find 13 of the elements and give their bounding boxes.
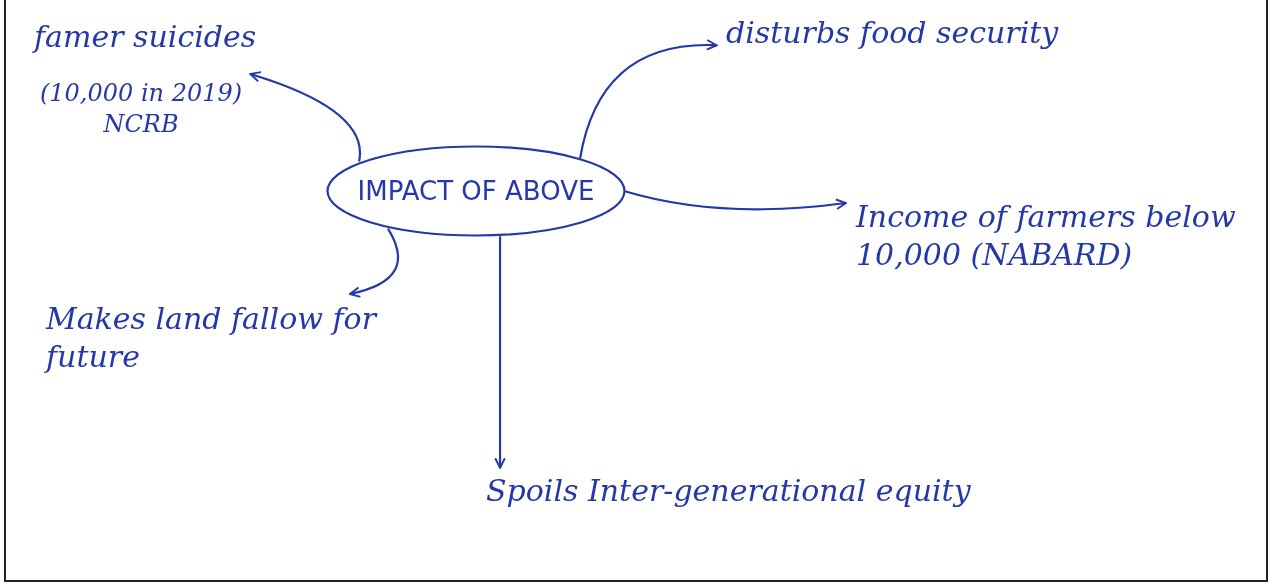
arrow (249, 71, 362, 162)
note-text: Spoils Inter-generational equity (486, 472, 972, 510)
note-text: Income of farmers below 10,000 (NABARD) (856, 198, 1237, 273)
arrow (349, 228, 400, 298)
arrow (579, 39, 718, 159)
note-text: disturbs food security (726, 14, 1060, 52)
side-note: (10,000 in 2019) NCRB (38, 78, 244, 141)
note-text: famer suicides (34, 18, 258, 56)
ellipse-node (326, 145, 626, 237)
note-text: Makes land fallow for future (46, 300, 379, 375)
node-label: IMPACT OF ABOVE (357, 174, 595, 208)
arrow (623, 189, 847, 211)
arrow (494, 236, 506, 469)
